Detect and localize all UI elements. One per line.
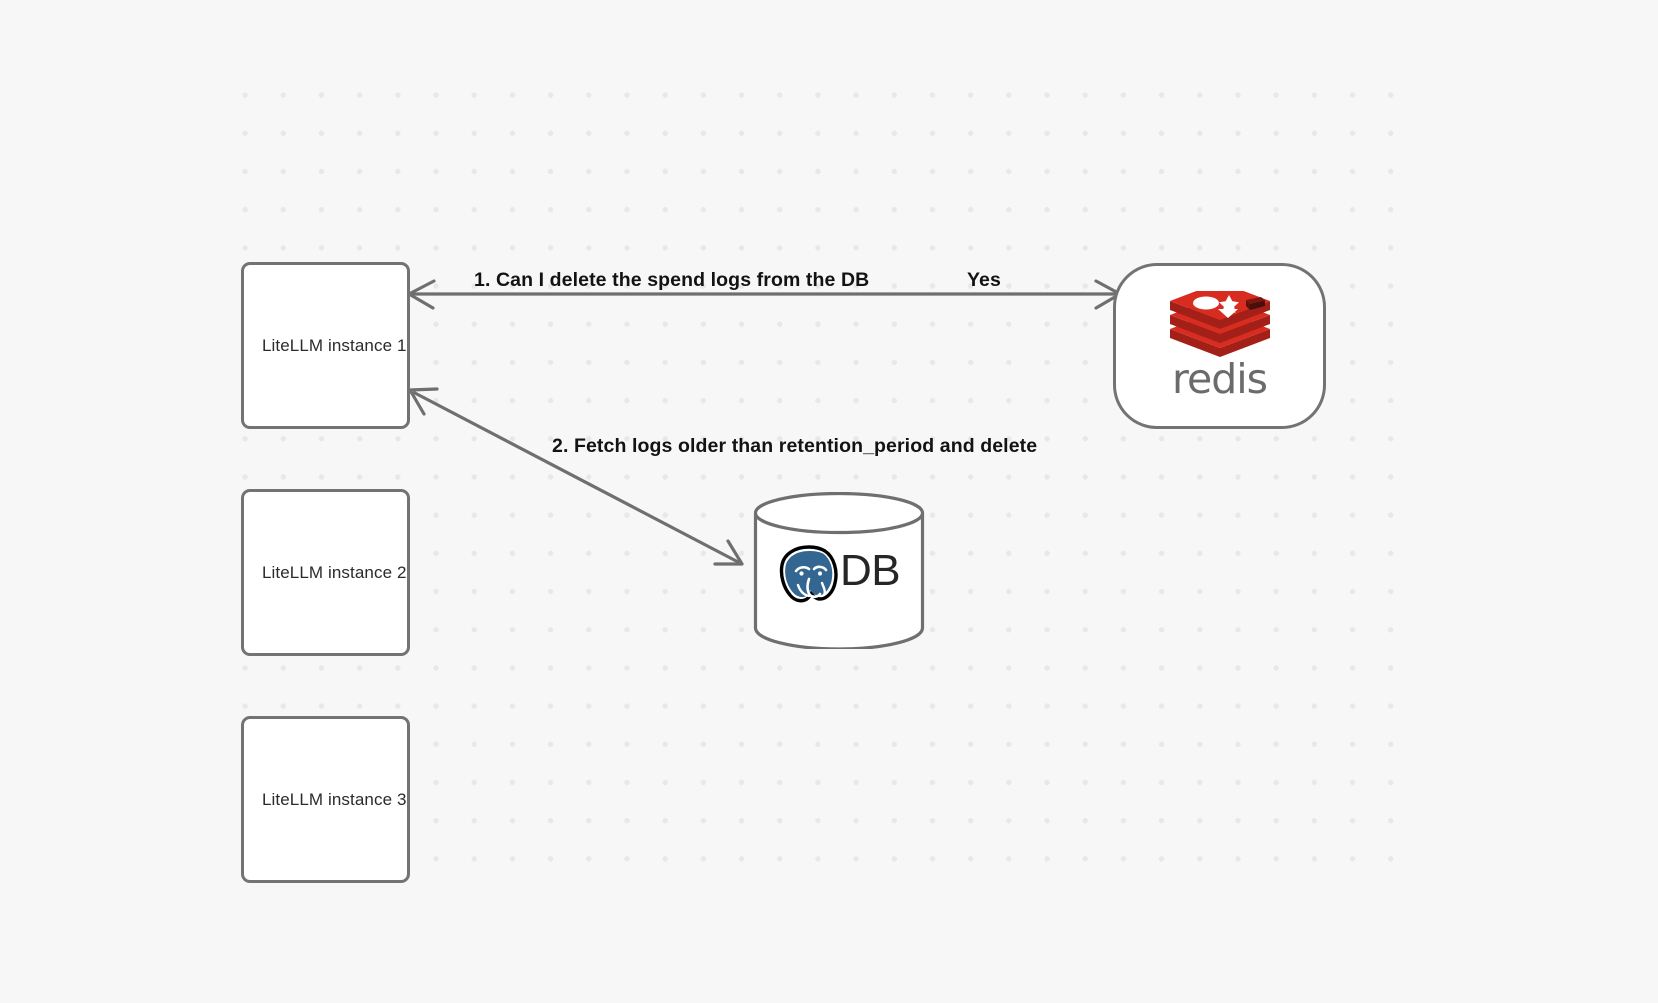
- redis-logo: redis: [1166, 290, 1274, 403]
- redis-wordmark: redis: [1172, 354, 1268, 403]
- edge-1-label: 1. Can I delete the spend logs from the …: [474, 269, 870, 291]
- db-label: DB: [839, 545, 901, 595]
- node-litellm-instance-3[interactable]: LiteLLM instance 3: [241, 716, 410, 883]
- db-content-row: DB: [753, 492, 925, 649]
- node-litellm-instance-3-label: LiteLLM instance 3: [262, 789, 407, 809]
- node-litellm-instance-2-label: LiteLLM instance 2: [262, 562, 407, 582]
- edge-2-label: 2. Fetch logs older than retention_perio…: [552, 435, 1038, 457]
- redis-stack-icon: [1169, 290, 1270, 357]
- node-litellm-instance-1[interactable]: LiteLLM instance 1: [241, 262, 410, 429]
- postgresql-elephant-icon: [779, 544, 838, 602]
- edge-1-reply-label: Yes: [967, 269, 1001, 291]
- edge-litellm1-db: [408, 387, 744, 566]
- node-redis[interactable]: redis: [1113, 263, 1326, 429]
- node-litellm-instance-1-label: LiteLLM instance 1: [262, 335, 407, 355]
- node-litellm-instance-2[interactable]: LiteLLM instance 2: [241, 489, 410, 656]
- node-postgres-db[interactable]: DB: [753, 492, 925, 649]
